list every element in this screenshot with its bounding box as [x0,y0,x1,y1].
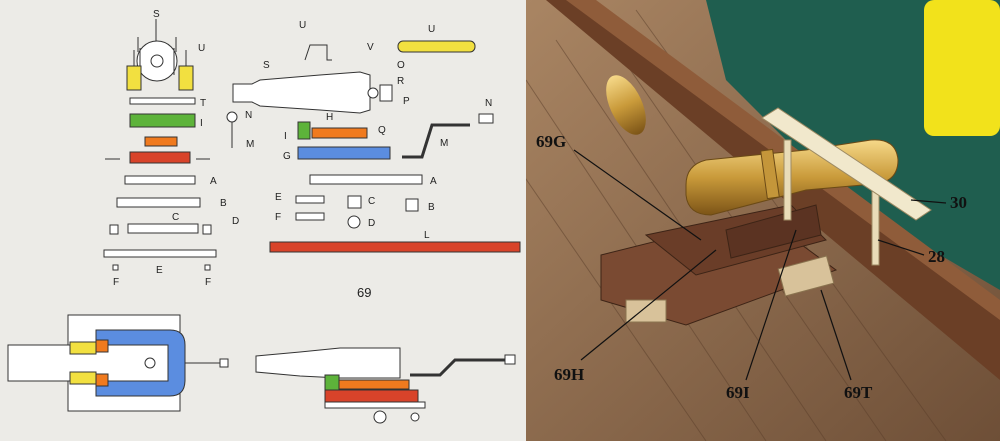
part-orange-block [144,136,178,147]
label-t: T [200,98,206,109]
part-t [129,97,196,105]
label-b: B [220,198,227,209]
label-d: D [232,216,239,227]
part-a-left [124,175,196,185]
post-28 [871,184,880,266]
label-n-right: N [485,98,492,109]
label-a: A [210,176,217,187]
label-h: H [326,112,333,123]
photo-label-69i: 69I [726,383,750,402]
label-u-mid: U [299,20,306,31]
label-d-mid: D [368,218,375,229]
label-e: E [156,265,163,276]
label-c-mid: C [368,196,375,207]
assembled-side-barrel [255,347,401,379]
post-left [783,139,792,221]
part-b-left [116,197,201,208]
assembled-side-red [324,389,419,403]
photo-label-69g: 69G [536,132,566,151]
label-i-mid: I [284,131,287,142]
label-s-barrel: S [263,60,270,71]
photo-label-28: 28 [928,247,945,266]
label-f-left: F [113,277,119,288]
photo-label-30: 30 [950,193,967,212]
glue-bottle [924,0,1000,136]
figure-number: 69 [357,285,371,300]
background-cannon [606,75,646,135]
label-f-right: F [205,277,211,288]
part-a-mid [309,174,423,185]
parts-diagram-svg: S U T I A B C D E F F [7,9,521,424]
parts-diagram: S U T I A B C D E F F [0,0,526,441]
label-u-right: U [428,24,435,35]
label-p: P [403,96,410,107]
label-q: Q [378,125,386,136]
label-m: M [246,139,254,150]
label-r: R [397,76,404,87]
label-i: I [200,118,203,129]
label-s-top: S [153,9,160,20]
part-g-blue [297,146,391,160]
photo-label-69t: 69T [844,383,873,402]
label-g: G [283,151,291,162]
label-u-top: U [198,43,205,54]
label-o: O [397,60,405,71]
model-photo: 69G 69H 69I 69T 30 28 [526,0,1000,441]
part-l-red [269,241,521,253]
cannon-barrel-top [232,71,371,114]
photo-label-69h: 69H [554,365,584,384]
part-e-left [103,249,217,258]
part-i-green [129,113,196,128]
part-red-base [129,151,191,164]
label-b-mid: B [428,202,435,213]
bar-30 [761,107,932,221]
label-c: C [172,212,179,223]
label-m-right: M [440,138,448,149]
label-v: V [367,42,374,53]
u-bracket-left [126,65,142,91]
model-photo-svg: 69G 69H 69I 69T 30 28 [526,0,1000,441]
label-l: L [424,230,430,241]
u-bracket-right [178,65,194,91]
label-e-mid: E [275,192,282,203]
label-a-mid: A [430,176,437,187]
part-h-orange [311,127,368,139]
label-n: N [245,110,252,121]
part-u-yellow [397,40,476,53]
label-f-mid: F [275,212,281,223]
part-c-left [127,223,199,234]
